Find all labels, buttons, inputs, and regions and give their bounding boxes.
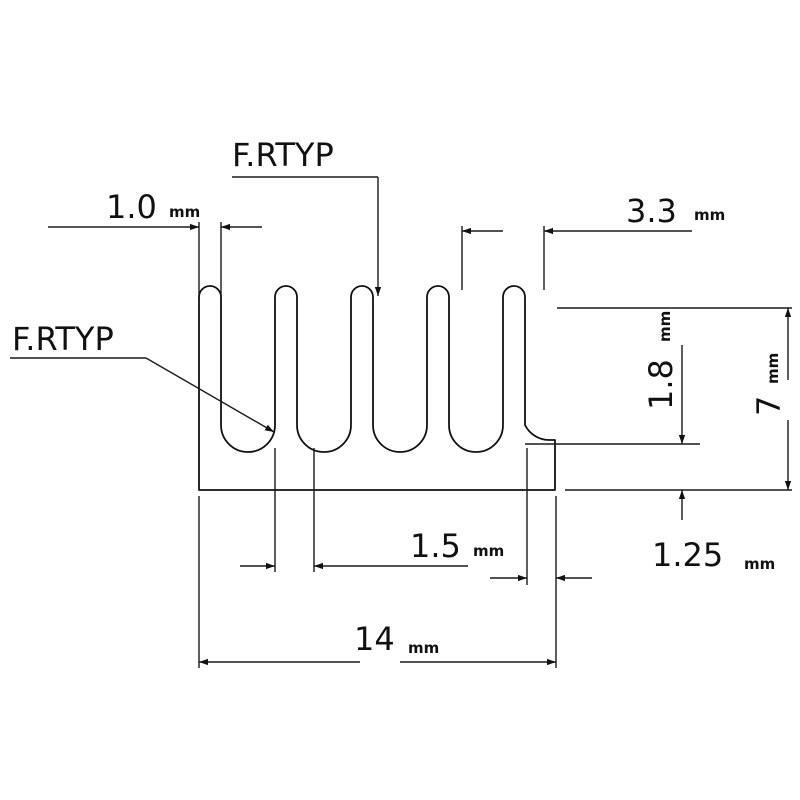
base-thickness-dimension: 1.8 mm: [642, 311, 686, 520]
fin-width-dimension: 1.0 mm: [48, 188, 262, 300]
fin-gap-dimension: 1.5 mm: [240, 448, 504, 572]
total-width-value: 14: [354, 620, 395, 658]
edge-width-value: 1.25: [652, 536, 723, 574]
fin-width-unit: mm: [169, 203, 200, 221]
total-width-unit: mm: [408, 639, 439, 657]
fin-pitch-value: 3.3: [626, 192, 677, 230]
fin-pitch-dimension: 3.3 mm: [461, 192, 725, 290]
total-width-dimension: 14 mm: [198, 496, 557, 668]
fin-width-value: 1.0: [106, 188, 157, 226]
base-thickness-value: 1.8: [642, 359, 680, 410]
radius-note-top-text: F.RTYP: [232, 136, 334, 174]
fin-pitch-unit: mm: [694, 206, 725, 224]
total-height-value: 7: [750, 396, 788, 416]
total-height-unit: mm: [764, 353, 782, 384]
radius-note-left-text: F.RTYP: [12, 320, 114, 358]
total-height-dimension: 7 mm: [750, 308, 792, 490]
radius-note-left: F.RTYP: [10, 320, 275, 433]
edge-width-unit: mm: [744, 555, 775, 573]
radius-note-top: F.RTYP: [232, 136, 382, 296]
base-thickness-unit: mm: [656, 311, 674, 342]
fin-gap-value: 1.5: [410, 527, 461, 565]
heatsink-profile: [198, 285, 556, 491]
edge-width-dimension: 1.25 mm: [490, 448, 775, 585]
fin-gap-unit: mm: [473, 542, 504, 560]
